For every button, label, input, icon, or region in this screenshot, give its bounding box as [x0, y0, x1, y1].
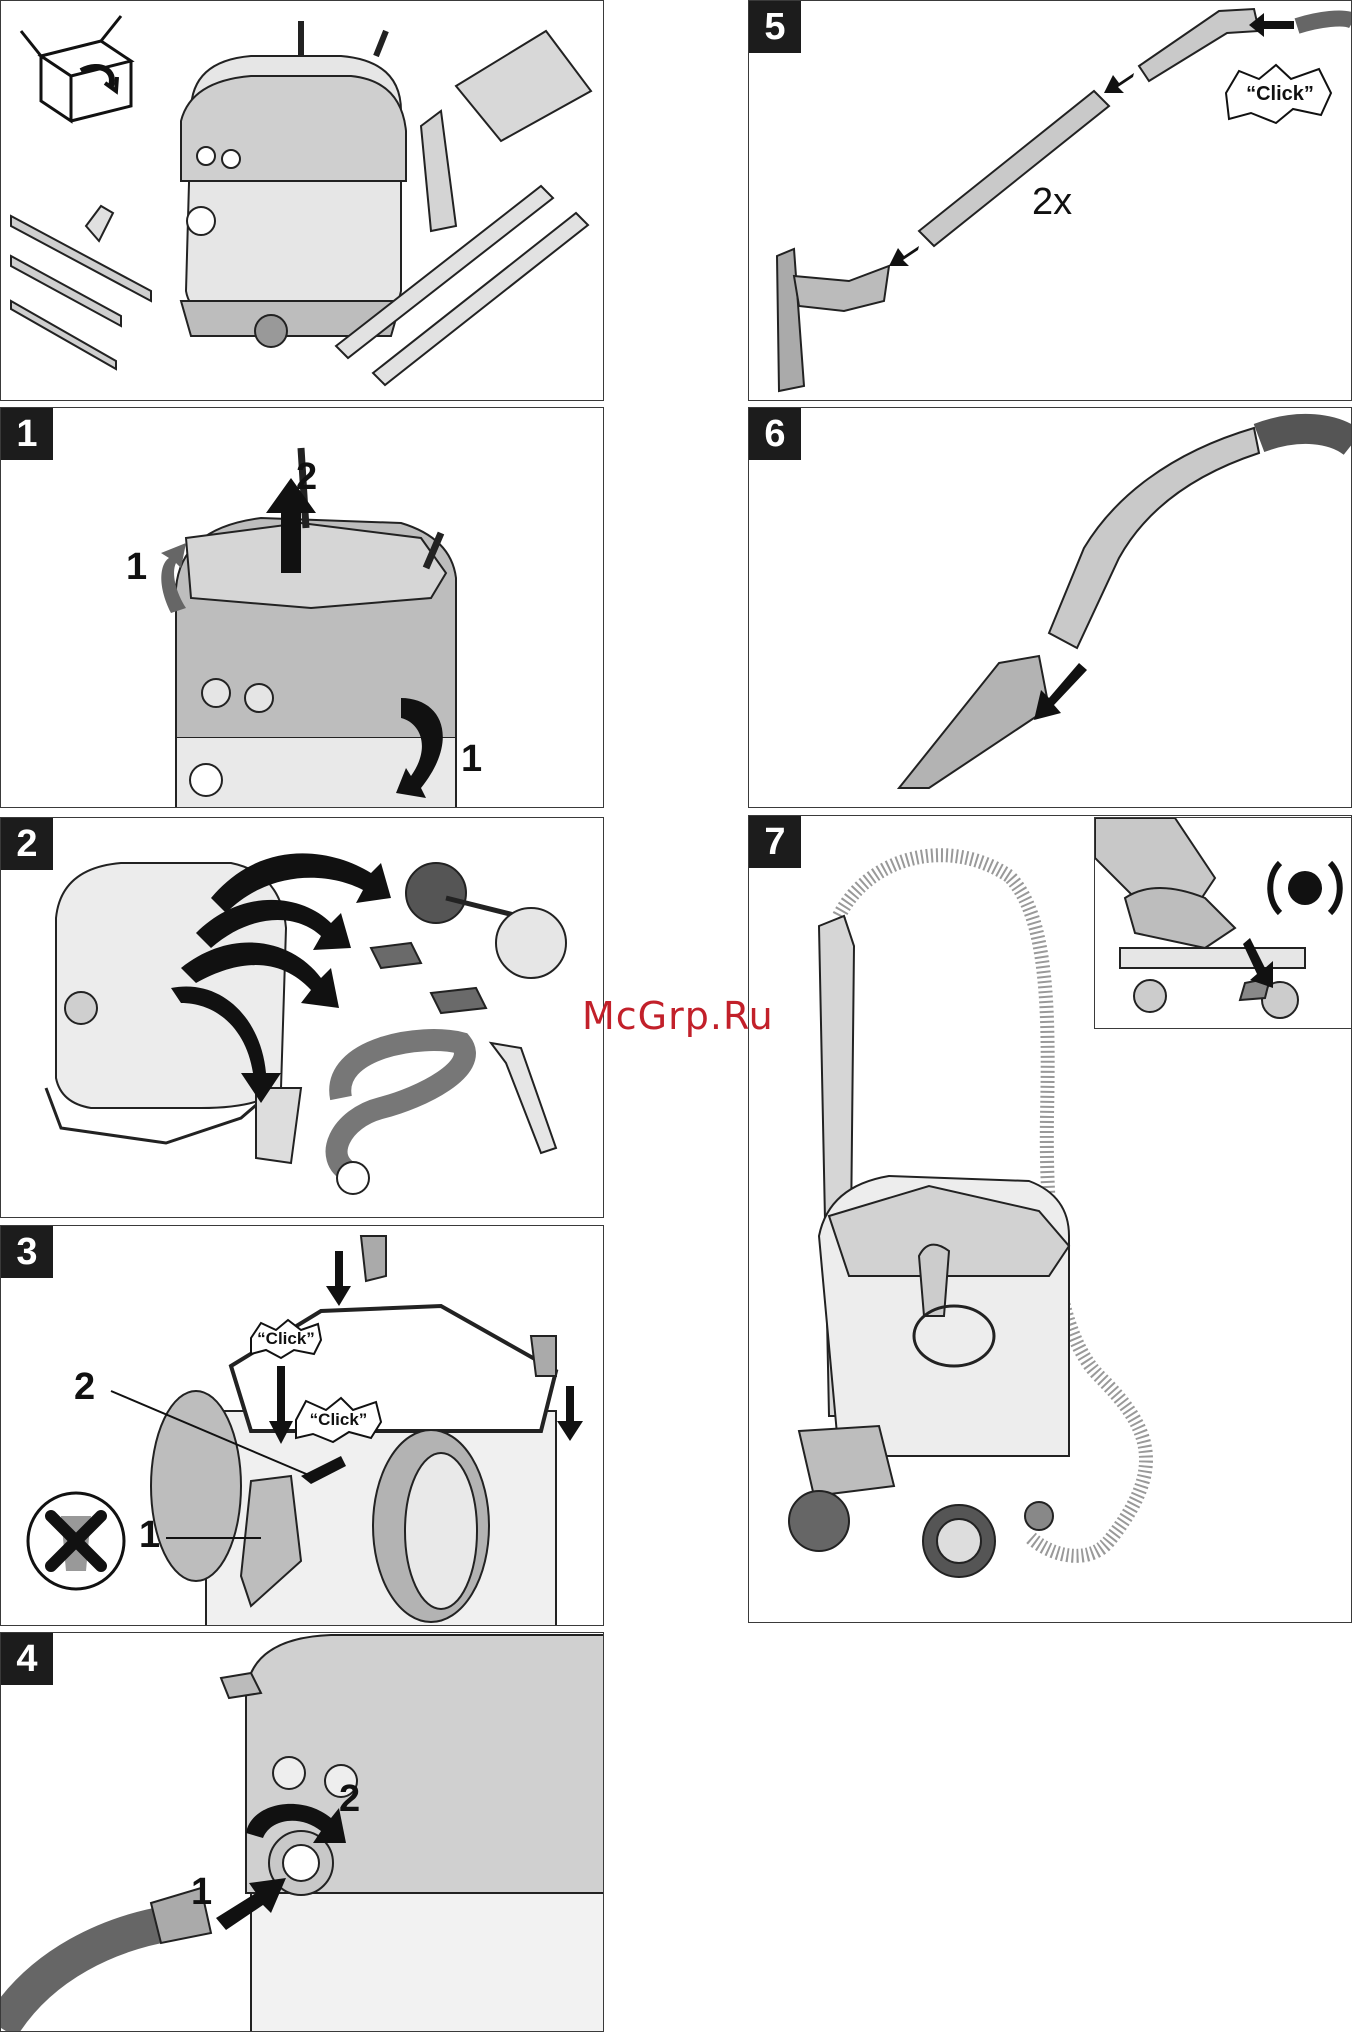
step-badge: 7	[749, 816, 801, 868]
watermark: McGrp.Ru	[582, 994, 774, 1038]
brake-inset	[1094, 817, 1352, 1029]
crevice-tool	[421, 111, 456, 231]
click-text: “Click”	[246, 1318, 326, 1360]
contents-illustration	[1, 1, 604, 401]
step-6-illustration	[749, 408, 1352, 808]
panel-step-5: 5 “Click” 2x	[748, 0, 1352, 401]
unbox-icon	[21, 16, 131, 121]
click-callout: “Click”	[1221, 63, 1339, 125]
panel-step-3: 3 “Click” “Click”	[0, 1225, 604, 1626]
brake-pedal-illustration	[1095, 818, 1352, 1028]
click-callout: “Click”	[246, 1318, 326, 1360]
step-4-illustration	[1, 1633, 604, 2032]
brake-lock-icon	[1270, 863, 1340, 913]
step-badge: 1	[1, 408, 53, 460]
vacuum-unit	[181, 21, 406, 347]
step-badge: 4	[1, 1633, 53, 1685]
panel-step-2: 2	[0, 817, 604, 1218]
label-lid-1b: 1	[461, 738, 482, 781]
click-text: “Click”	[291, 1396, 386, 1444]
panel-step-6: 6	[748, 407, 1352, 808]
floor-nozzle	[11, 206, 151, 369]
label-part-2: 2	[74, 1366, 95, 1409]
panel-step-4: 4 2 1	[0, 1632, 604, 2032]
click-callout: “Click”	[291, 1396, 386, 1444]
label-step-1: 1	[191, 1871, 212, 1914]
label-part-1: 1	[139, 1514, 160, 1557]
panel-step-7: 7	[748, 815, 1352, 1623]
no-screw-icon	[28, 1493, 124, 1589]
quantity-label: 2x	[1032, 181, 1072, 224]
label-lid-1a: 1	[126, 546, 147, 589]
panel-contents	[0, 0, 604, 401]
label-step-2: 2	[339, 1778, 360, 1821]
step-badge: 2	[1, 818, 53, 870]
hose-icon	[1, 1923, 171, 2028]
step-badge: 5	[749, 1, 801, 53]
step-badge: 3	[1, 1226, 53, 1278]
filter-bag	[456, 31, 591, 141]
label-lid-2: 2	[296, 456, 317, 499]
step-badge: 6	[749, 408, 801, 460]
step-2-illustration	[1, 818, 604, 1218]
panel-step-1: 1 1 2 1	[0, 407, 604, 808]
click-text: “Click”	[1221, 63, 1339, 125]
